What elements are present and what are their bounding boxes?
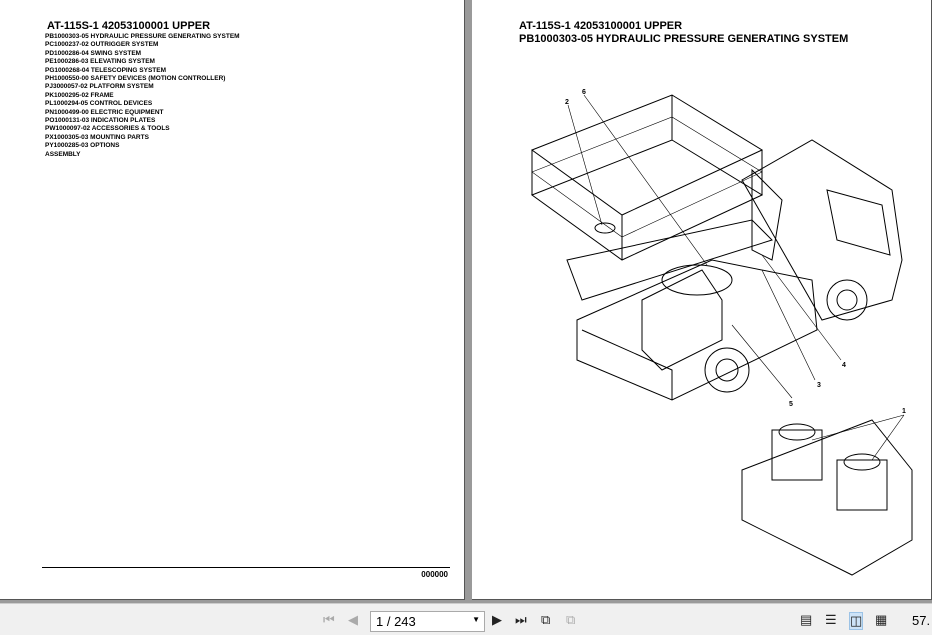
contents-list: PB1000303-05 HYDRAULIC PRESSURE GENERATI… bbox=[45, 33, 240, 159]
right-page: AT-115S-1 42053100001 UPPER PB1000303-05… bbox=[472, 0, 932, 600]
page-number-input[interactable]: 1 / 243 ▼ bbox=[370, 611, 485, 632]
toolbar: ⏮ ◀ 1 / 243 ▼ ▶ ⏭ ⧉ ⧉ ▤ ☰ ◫ ▦ 57. bbox=[0, 603, 932, 635]
contents-item[interactable]: PK1000295-02 FRAME bbox=[45, 91, 114, 99]
page-number-value: 1 / 243 bbox=[376, 614, 416, 629]
callout-3: 3 bbox=[817, 382, 821, 389]
page-title: AT-115S-1 42053100001 UPPER bbox=[47, 20, 211, 32]
page-code: 000000 bbox=[421, 570, 448, 579]
previous-view-icon[interactable]: ⧉ bbox=[541, 612, 551, 627]
callout-4: 4 bbox=[842, 362, 846, 369]
contents-item[interactable]: PC1000237-02 OUTRIGGER SYSTEM bbox=[45, 41, 159, 49]
parts-diagram: 2 6 1 5 3 4 bbox=[530, 89, 913, 576]
first-page-icon[interactable]: ⏮ bbox=[323, 612, 335, 627]
contents-item[interactable]: PX1000305-03 MOUNTING PARTS bbox=[45, 133, 149, 141]
page-title: AT-115S-1 42053100001 UPPER bbox=[519, 20, 683, 32]
contents-item[interactable]: PO1000131-03 INDICATION PLATES bbox=[45, 117, 156, 125]
contents-item[interactable]: PJ3000057-02 PLATFORM SYSTEM bbox=[45, 83, 154, 91]
contents-item[interactable]: PH1000550-00 SAFETY DEVICES (MOTION CONT… bbox=[45, 75, 226, 83]
contents-item[interactable]: PG1000268-04 TELESCOPING SYSTEM bbox=[45, 66, 167, 74]
contents-item[interactable]: PW1000097-02 ACCESSORIES & TOOLS bbox=[45, 125, 170, 133]
callout-6: 6 bbox=[582, 89, 586, 96]
callout-5: 5 bbox=[789, 401, 793, 408]
continuous-facing-icon[interactable]: ▦ bbox=[875, 612, 888, 627]
facing-icon[interactable]: ◫ bbox=[849, 612, 864, 630]
document-viewport[interactable]: AT-115S-1 42053100001 UPPER PB1000303-05… bbox=[0, 0, 932, 603]
last-page-icon[interactable]: ⏭ bbox=[515, 612, 527, 627]
single-page-icon[interactable]: ▤ bbox=[800, 612, 813, 627]
divider bbox=[42, 567, 450, 568]
contents-item[interactable]: PD1000286-04 SWING SYSTEM bbox=[45, 49, 142, 57]
contents-item[interactable]: PY1000285-03 OPTIONS bbox=[45, 142, 120, 150]
zoom-level[interactable]: 57. bbox=[912, 613, 931, 628]
chevron-down-icon[interactable]: ▼ bbox=[472, 615, 480, 624]
contents-item[interactable]: PL1000294-05 CONTROL DEVICES bbox=[45, 100, 153, 108]
callout-2: 2 bbox=[565, 99, 569, 106]
contents-item[interactable]: PN1000499-00 ELECTRIC EQUIPMENT bbox=[45, 108, 164, 116]
next-page-icon[interactable]: ▶ bbox=[492, 612, 502, 627]
contents-item[interactable]: PB1000303-05 HYDRAULIC PRESSURE GENERATI… bbox=[45, 33, 240, 40]
left-page: AT-115S-1 42053100001 UPPER PB1000303-05… bbox=[0, 0, 465, 600]
callout-1: 1 bbox=[902, 408, 906, 415]
contents-item[interactable]: PE1000286-03 ELEVATING SYSTEM bbox=[45, 58, 155, 66]
previous-page-icon[interactable]: ◀ bbox=[348, 612, 358, 627]
next-view-icon[interactable]: ⧉ bbox=[566, 612, 576, 627]
continuous-icon[interactable]: ☰ bbox=[825, 612, 837, 627]
page-subtitle: PB1000303-05 HYDRAULIC PRESSURE GENERATI… bbox=[519, 33, 849, 45]
contents-item[interactable]: ASSEMBLY bbox=[45, 150, 81, 158]
